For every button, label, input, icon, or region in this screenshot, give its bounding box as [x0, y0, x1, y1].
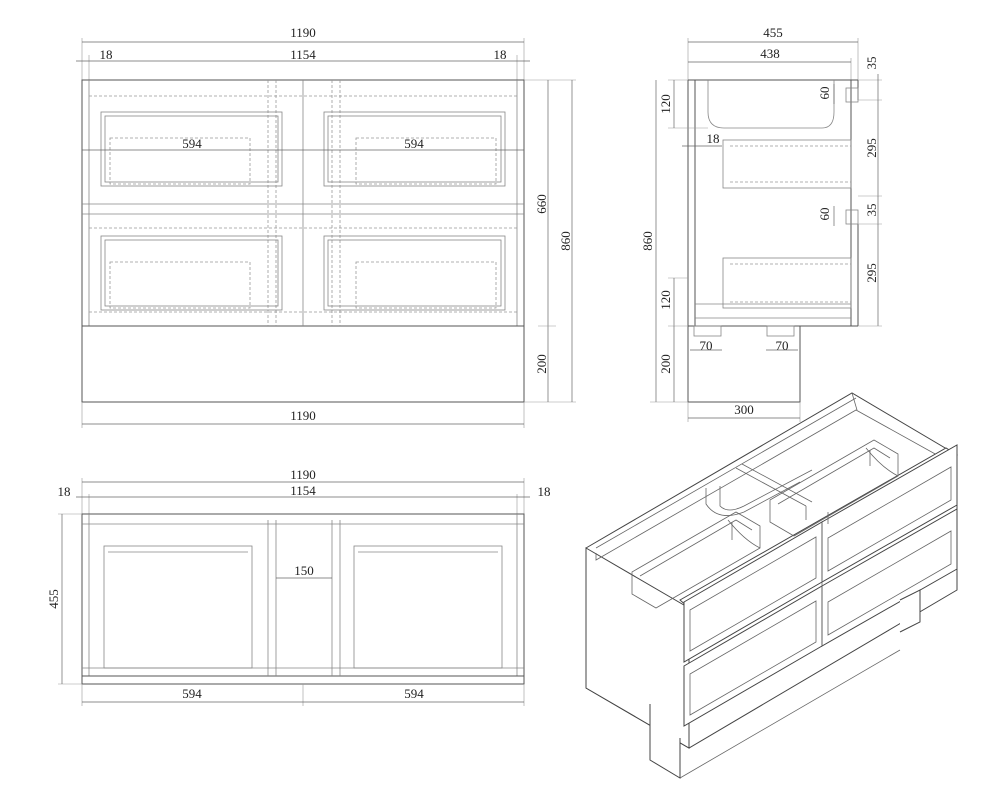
top-side-right: 18 [538, 484, 551, 499]
side-inner-depth: 438 [760, 46, 780, 61]
side-leg-right: 70 [776, 338, 789, 353]
top-view: 1190 18 1154 18 150 455 [46, 467, 551, 706]
front-inner-width: 1154 [290, 47, 316, 62]
side-plinth-height: 200 [658, 354, 673, 374]
side-drawer-height-lower: 295 [864, 263, 879, 283]
top-side-left: 18 [58, 484, 71, 499]
front-drawer-right-width: 594 [404, 136, 424, 151]
side-view: 455 438 35 295 [640, 25, 882, 422]
side-leg-left: 70 [700, 338, 713, 353]
side-top-gap: 35 [864, 57, 879, 70]
side-rail-height-lower: 120 [658, 290, 673, 310]
front-overall-width-bottom: 1190 [290, 408, 316, 423]
top-center-gap: 150 [294, 563, 314, 578]
side-total-height: 860 [640, 231, 655, 251]
side-depth: 455 [763, 25, 783, 40]
top-overall-width: 1190 [290, 467, 316, 482]
side-notch-lower: 60 [817, 208, 832, 221]
side-plinth-depth: 300 [734, 402, 754, 417]
top-inner-width: 1154 [290, 483, 316, 498]
side-notch-upper: 60 [817, 87, 832, 100]
side-rail-height: 120 [658, 94, 673, 114]
front-drawer-left-width: 594 [182, 136, 202, 151]
front-drawer-height: 660 [534, 194, 549, 214]
front-total-height: 860 [558, 231, 573, 251]
front-plinth-height: 200 [534, 354, 549, 374]
side-mid-gap: 35 [864, 204, 879, 217]
top-depth: 455 [46, 589, 61, 609]
top-drawer-left: 594 [182, 686, 202, 701]
front-side-right: 18 [494, 47, 507, 62]
isometric-view [585, 392, 958, 779]
side-panel-thickness: 18 [707, 131, 720, 146]
front-side-left: 18 [100, 47, 113, 62]
side-drawer-height-upper: 295 [864, 138, 879, 158]
front-overall-width-top: 1190 [290, 25, 316, 40]
top-drawer-right: 594 [404, 686, 424, 701]
front-view: 1190 18 1154 18 [76, 25, 576, 428]
